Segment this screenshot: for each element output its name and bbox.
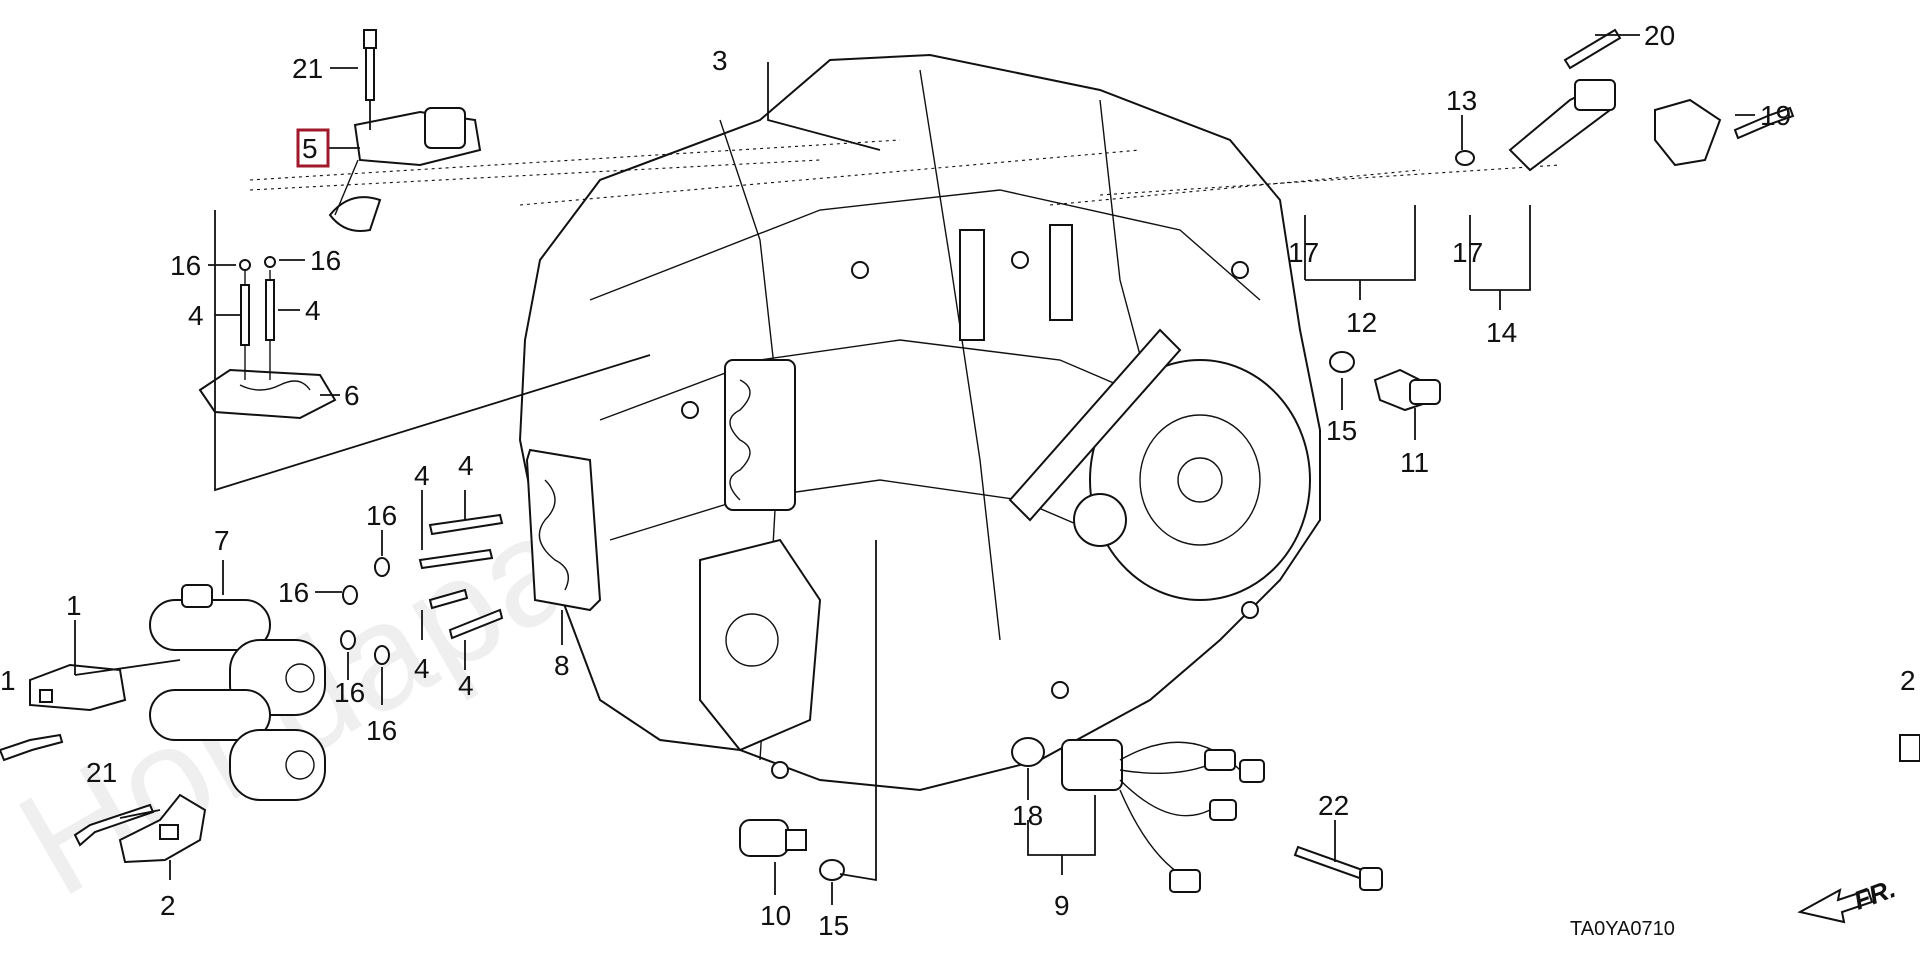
washers-16-middle bbox=[340, 557, 390, 665]
part-12-sensor bbox=[1508, 79, 1616, 172]
part-8-separator-plate bbox=[525, 448, 602, 612]
part-1-bracket bbox=[29, 663, 127, 712]
bolt-22 bbox=[1293, 845, 1383, 891]
callout-10: 10 bbox=[760, 900, 791, 931]
part-5-solenoid bbox=[328, 107, 482, 232]
callout-19: 19 bbox=[1760, 100, 1791, 131]
callout-1: 1 bbox=[0, 665, 16, 696]
callout-16: 16 bbox=[366, 500, 397, 531]
callout-13: 13 bbox=[1446, 85, 1477, 116]
front-direction-arrow: FR. bbox=[1797, 873, 1900, 924]
transmission-housing bbox=[249, 53, 1561, 792]
part-11-sensor bbox=[1373, 368, 1441, 412]
front-direction-label: FR. bbox=[1850, 873, 1900, 916]
diagram-code: TA0YA0710 bbox=[1570, 918, 1675, 940]
callout-11: 11 bbox=[1400, 447, 1429, 478]
callout-4: 4 bbox=[458, 670, 474, 701]
leader-lines bbox=[74, 34, 1755, 905]
callout-16: 16 bbox=[334, 677, 365, 708]
callout-16: 16 bbox=[170, 250, 201, 281]
bolt-partial-right bbox=[1899, 734, 1920, 762]
pins-4-upper bbox=[239, 256, 276, 346]
callout-16: 16 bbox=[366, 715, 397, 746]
callout-4: 4 bbox=[458, 450, 474, 481]
part-7-solenoids bbox=[149, 584, 326, 801]
callout-15: 15 bbox=[818, 910, 849, 941]
callout-4: 4 bbox=[305, 295, 321, 326]
o-ring-18 bbox=[1011, 737, 1045, 767]
callout-17: 17 bbox=[1452, 237, 1483, 268]
callout-21: 21 bbox=[86, 757, 117, 788]
part-9-harness bbox=[1061, 739, 1265, 893]
bolt-1-left bbox=[0, 733, 64, 762]
washer-15-upper bbox=[1329, 351, 1355, 373]
bolt-21-upper bbox=[363, 29, 377, 130]
callout-20: 20 bbox=[1644, 20, 1675, 51]
callout-22: 22 bbox=[1318, 790, 1349, 821]
callout-15: 15 bbox=[1326, 415, 1357, 446]
callout-labels: 21 5 16 16 4 4 6 3 20 13 19 17 17 12 14 … bbox=[0, 20, 1916, 941]
bolt-20 bbox=[1563, 28, 1622, 70]
callout-12: 12 bbox=[1346, 307, 1377, 338]
callout-16: 16 bbox=[310, 245, 341, 276]
part-10-switch bbox=[739, 819, 807, 857]
washer-15-lower bbox=[819, 859, 845, 881]
callout-4: 4 bbox=[414, 460, 430, 491]
callout-18: 18 bbox=[1012, 800, 1043, 831]
highlight-box-part-5 bbox=[296, 128, 330, 168]
part-14-sensor bbox=[1654, 98, 1722, 167]
pins-4-middle bbox=[418, 513, 504, 640]
callout-9: 9 bbox=[1054, 890, 1070, 921]
callout-17: 17 bbox=[1288, 237, 1319, 268]
callout-7: 7 bbox=[214, 525, 230, 556]
washer-13 bbox=[1455, 150, 1475, 166]
callout-1: 1 bbox=[66, 590, 82, 621]
callout-6: 6 bbox=[344, 380, 360, 411]
callout-4: 4 bbox=[188, 300, 204, 331]
callout-2: 2 bbox=[1900, 665, 1916, 696]
callout-21: 21 bbox=[292, 53, 323, 84]
bolt-19 bbox=[1733, 106, 1795, 140]
callout-14: 14 bbox=[1486, 317, 1517, 348]
callout-2: 2 bbox=[160, 890, 176, 921]
callout-16: 16 bbox=[278, 577, 309, 608]
part-2-bracket bbox=[118, 793, 207, 864]
callout-3: 3 bbox=[712, 45, 728, 76]
callout-5: 5 bbox=[302, 133, 318, 164]
callout-4: 4 bbox=[414, 653, 430, 684]
callout-8: 8 bbox=[554, 650, 570, 681]
